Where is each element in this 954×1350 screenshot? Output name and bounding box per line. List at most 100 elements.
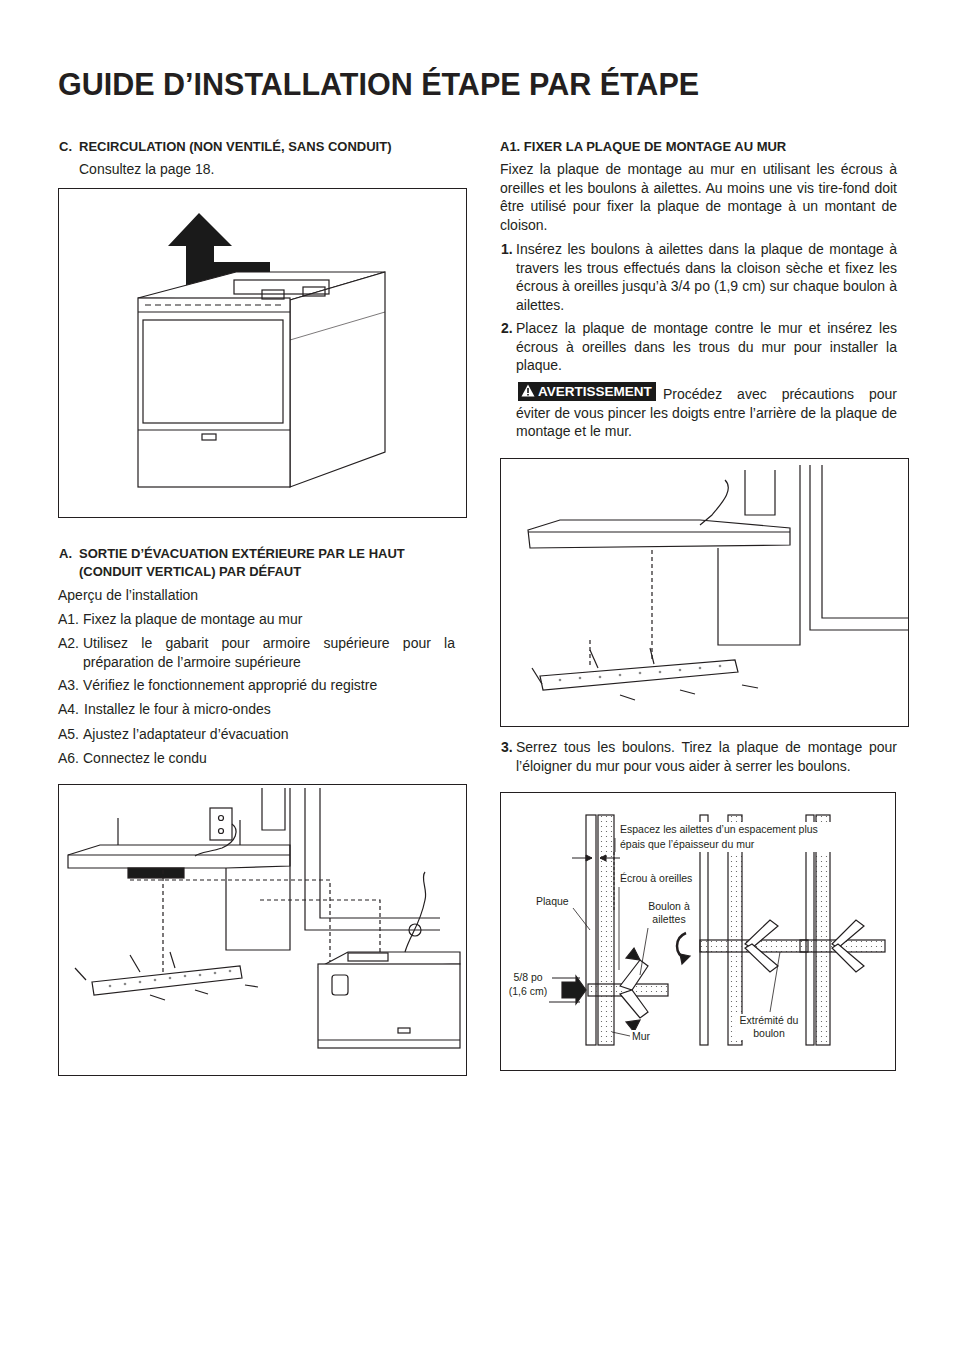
body-text: Consultez la page 18. bbox=[79, 160, 459, 179]
mounting-plate bbox=[245, 985, 258, 987]
step-text: Placez la plaque de montage contre le mu… bbox=[516, 319, 897, 375]
cabinet-drawing bbox=[226, 788, 290, 950]
step-number: A6. bbox=[58, 749, 84, 768]
callout-label: Extrémité du boulon bbox=[736, 1014, 802, 1040]
cabinet-drawing bbox=[195, 824, 236, 856]
microwave-drawing bbox=[332, 975, 348, 995]
microwave-drawing bbox=[348, 953, 388, 961]
dimension-label: 5/8 po (1,6 cm) bbox=[504, 970, 552, 998]
cabinet-drawing bbox=[162, 870, 163, 975]
cabinet-drawing bbox=[822, 465, 908, 618]
figure-frame bbox=[59, 785, 467, 1076]
mounting-plate bbox=[139, 981, 142, 984]
mounting-plate bbox=[199, 974, 202, 977]
mounting-plate bbox=[559, 665, 722, 682]
microwave-drawing bbox=[405, 872, 426, 952]
mounting-plate bbox=[742, 685, 758, 688]
mounting-plate bbox=[719, 665, 722, 668]
step-text: Utilisez le gabarit pour armoire supérie… bbox=[83, 634, 455, 671]
cabinet-drawing bbox=[718, 465, 800, 645]
leader-line bbox=[573, 908, 590, 930]
cabinet-drawing bbox=[528, 465, 908, 665]
mounting-plate bbox=[532, 668, 542, 684]
warning-icon bbox=[527, 388, 529, 393]
mounting-plate bbox=[599, 676, 602, 679]
mounting-plate bbox=[680, 690, 695, 694]
cabinet-drawing bbox=[260, 900, 380, 960]
mounting-plate bbox=[109, 970, 232, 988]
mounting-plate bbox=[559, 679, 562, 682]
microwave-drawing bbox=[138, 311, 290, 312]
mounting-plate bbox=[650, 648, 654, 664]
cabinet-drawing bbox=[700, 480, 728, 525]
toggle-bolt bbox=[745, 920, 778, 948]
warning-icon bbox=[527, 394, 529, 396]
cabinet-drawing bbox=[210, 808, 232, 840]
cabinet-drawing bbox=[262, 788, 285, 830]
microwave-drawing bbox=[290, 312, 385, 340]
mounting-plate bbox=[109, 985, 112, 988]
section-heading: RECIRCULATION (NON VENTILÉ, SANS CONDUIT… bbox=[79, 138, 469, 157]
body-text: Aperçu de l’installation bbox=[58, 586, 458, 605]
microwave-drawing bbox=[398, 1028, 410, 1033]
cabinet-drawing bbox=[219, 829, 224, 834]
step-text: Fixez la plaque de montage au mur bbox=[83, 610, 463, 629]
mounting-plate bbox=[532, 648, 758, 700]
step-text: Installez le four à micro-ondes bbox=[84, 700, 464, 719]
figure-frame bbox=[501, 459, 909, 727]
microwave-drawing bbox=[143, 320, 283, 423]
mounting-plate bbox=[620, 695, 635, 700]
mounting-plate bbox=[150, 995, 165, 1000]
toggle-bolt bbox=[832, 920, 864, 948]
leader-line bbox=[640, 928, 648, 975]
cabinet-drawing bbox=[68, 788, 440, 990]
mounting-plate bbox=[229, 970, 232, 973]
leader-line bbox=[619, 887, 620, 970]
dimension-line bbox=[586, 855, 592, 861]
mounting-plate bbox=[170, 952, 175, 968]
page-title: GUIDE D’INSTALLATION ÉTAPE PAR ÉTAPE bbox=[58, 66, 699, 102]
figure-frame bbox=[59, 189, 467, 518]
figure-frame bbox=[59, 189, 909, 1076]
step-number: 1. bbox=[501, 240, 517, 259]
wall-section bbox=[598, 815, 614, 1045]
mounting-plate bbox=[169, 977, 172, 980]
microwave-drawing bbox=[409, 924, 421, 936]
mounting-plate bbox=[124, 983, 127, 986]
step-number: A3. bbox=[58, 676, 84, 695]
section-heading: A1. FIXER LA PLAQUE DE MONTAGE AU MUR bbox=[500, 138, 900, 157]
microwave-drawing bbox=[138, 429, 290, 430]
step-text: Insérez les boulons à ailettes dans la p… bbox=[516, 240, 897, 314]
mounting-plate bbox=[699, 667, 702, 670]
leader-line bbox=[615, 838, 616, 852]
cabinet-drawing bbox=[651, 550, 652, 660]
toggle-bolt bbox=[620, 990, 648, 1018]
mounting-plate bbox=[540, 660, 738, 690]
dimension-line bbox=[614, 852, 615, 910]
callout-label: Mur bbox=[632, 1030, 650, 1043]
section-letter: C. bbox=[59, 138, 79, 157]
body-text: Fixez la plaque de montage au mur en uti… bbox=[500, 160, 897, 234]
cabinet-drawing bbox=[68, 845, 290, 868]
cabinet-drawing bbox=[128, 868, 184, 878]
step-number: 2. bbox=[501, 319, 517, 338]
cabinet-drawing bbox=[810, 465, 908, 630]
step-number: A1. bbox=[58, 610, 84, 629]
cabinet-drawing bbox=[589, 640, 590, 665]
callout-label: Espacez les ailettes d’un espacement plu… bbox=[620, 822, 835, 852]
cabinet-drawing bbox=[219, 816, 224, 821]
step-text: Connectez le condu bbox=[83, 749, 463, 768]
cabinet-drawing bbox=[528, 520, 790, 548]
step-number: A5. bbox=[58, 725, 84, 744]
microwave-drawing bbox=[303, 287, 325, 296]
mounting-plate bbox=[619, 674, 622, 677]
dimension-line bbox=[549, 1002, 580, 1003]
callout-label: Écrou à oreilles bbox=[620, 872, 692, 885]
toggle-bolt bbox=[562, 920, 885, 1032]
dimension-line bbox=[549, 978, 580, 979]
mounting-plate bbox=[679, 669, 682, 672]
step-number: A4. bbox=[58, 700, 84, 719]
mounting-plate bbox=[214, 972, 217, 975]
mounting-plate bbox=[639, 672, 642, 675]
